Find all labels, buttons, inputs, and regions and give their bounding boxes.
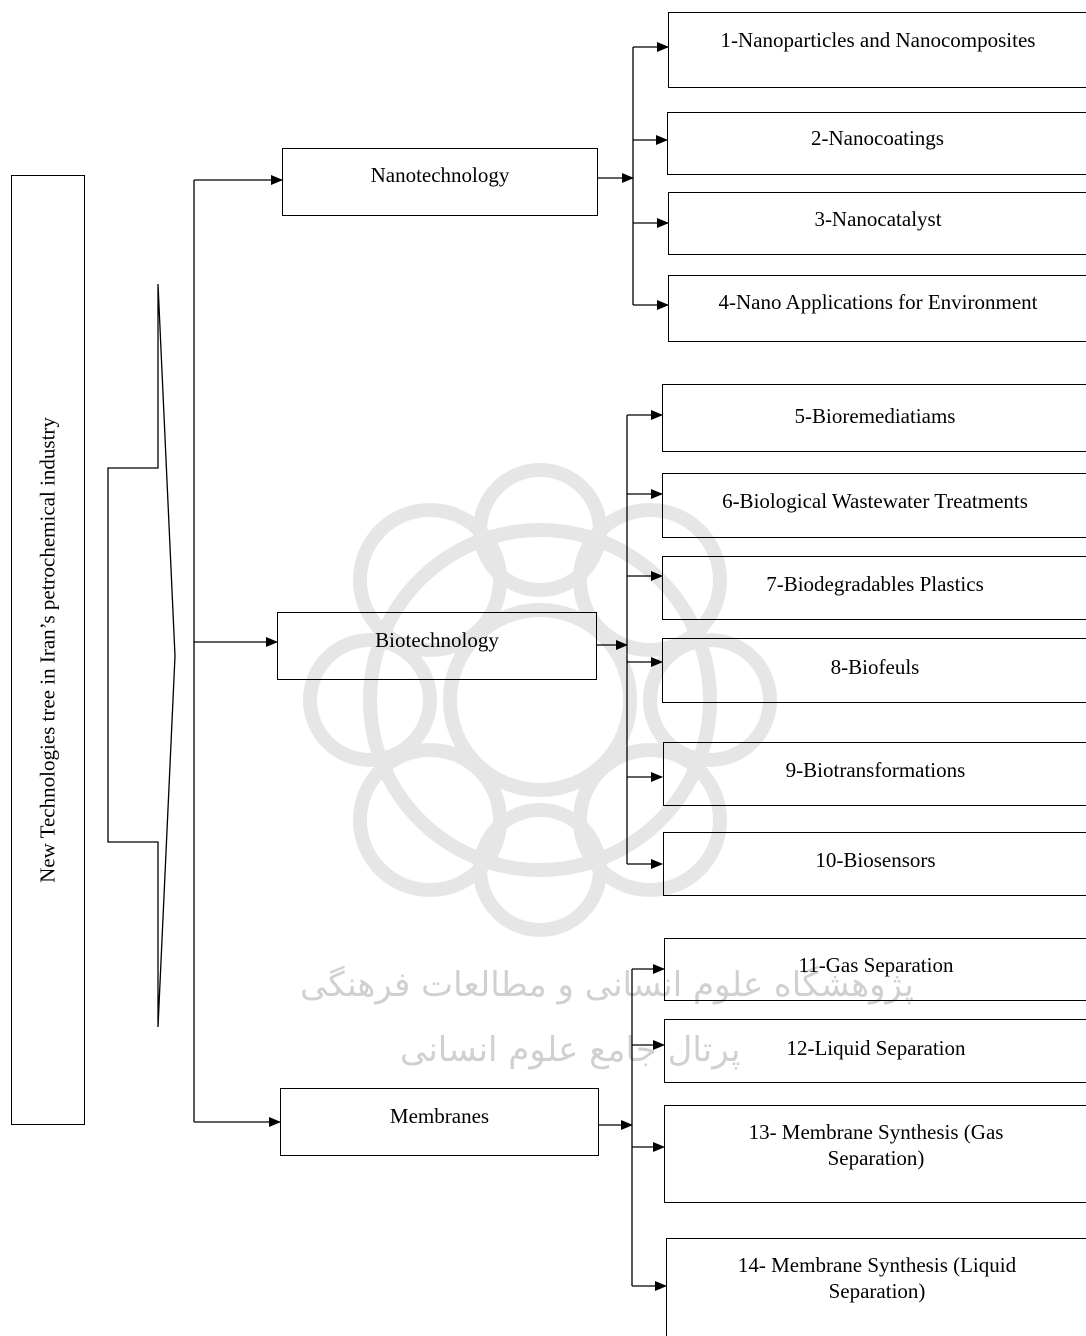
- item-box: 11-Gas Separation: [664, 938, 1086, 1001]
- item-box: 12-Liquid Separation: [664, 1019, 1086, 1083]
- item-box: 10-Biosensors: [663, 832, 1086, 896]
- category-biotechnology: Biotechnology: [277, 612, 597, 680]
- item-box: 8-Biofeuls: [662, 638, 1086, 703]
- item-label: 4-Nano Applications for Environment: [718, 290, 1038, 314]
- item-box: 13- Membrane Synthesis (Gas Separation): [664, 1105, 1086, 1203]
- watermark-text-1: پژوهشگاه علوم انسانی و مطالعات فرهنگی: [300, 965, 914, 1005]
- root-label: New Technologies tree in Iran’s petroche…: [35, 417, 60, 883]
- category-membranes: Membranes: [280, 1088, 599, 1156]
- item-label: 12-Liquid Separation: [786, 1036, 966, 1060]
- root-node: New Technologies tree in Iran’s petroche…: [11, 175, 85, 1125]
- item-label: 11-Gas Separation: [798, 953, 954, 977]
- item-label: 6-Biological Wastewater Treatments: [722, 489, 1028, 513]
- brace-chevron: [107, 283, 176, 1028]
- category-label: Nanotechnology: [370, 163, 510, 187]
- item-label: 13- Membrane Synthesis (Gas Separation): [748, 1120, 1004, 1170]
- item-label: 3-Nanocatalyst: [814, 207, 942, 231]
- item-box: 14- Membrane Synthesis (Liquid Separatio…: [666, 1238, 1086, 1336]
- item-box: 3-Nanocatalyst: [668, 192, 1086, 255]
- category-label: Biotechnology: [375, 628, 499, 652]
- item-box: 5-Bioremediatiams: [662, 384, 1086, 452]
- category-label: Membranes: [389, 1104, 490, 1128]
- item-label: 2-Nanocoatings: [811, 126, 944, 150]
- item-box: 6-Biological Wastewater Treatments: [662, 473, 1086, 538]
- category-nanotechnology: Nanotechnology: [282, 148, 598, 216]
- item-box: 4-Nano Applications for Environment: [668, 275, 1086, 342]
- item-label: 7-Biodegradables Plastics: [766, 572, 984, 596]
- item-label: 14- Membrane Synthesis (Liquid Separatio…: [737, 1253, 1017, 1303]
- watermark-text-2: پرتال جامع علوم انسانی: [400, 1030, 741, 1070]
- item-label: 10-Biosensors: [815, 848, 936, 872]
- item-label: 5-Bioremediatiams: [794, 404, 956, 428]
- item-box: 1-Nanoparticles and Nanocomposites: [668, 12, 1086, 88]
- item-box: 7-Biodegradables Plastics: [662, 556, 1086, 620]
- item-label: 1-Nanoparticles and Nanocomposites: [720, 28, 1036, 52]
- item-label: 8-Biofeuls: [830, 655, 920, 679]
- item-box: 9-Biotransformations: [663, 742, 1086, 806]
- item-box: 2-Nanocoatings: [667, 112, 1086, 175]
- item-label: 9-Biotransformations: [785, 758, 966, 782]
